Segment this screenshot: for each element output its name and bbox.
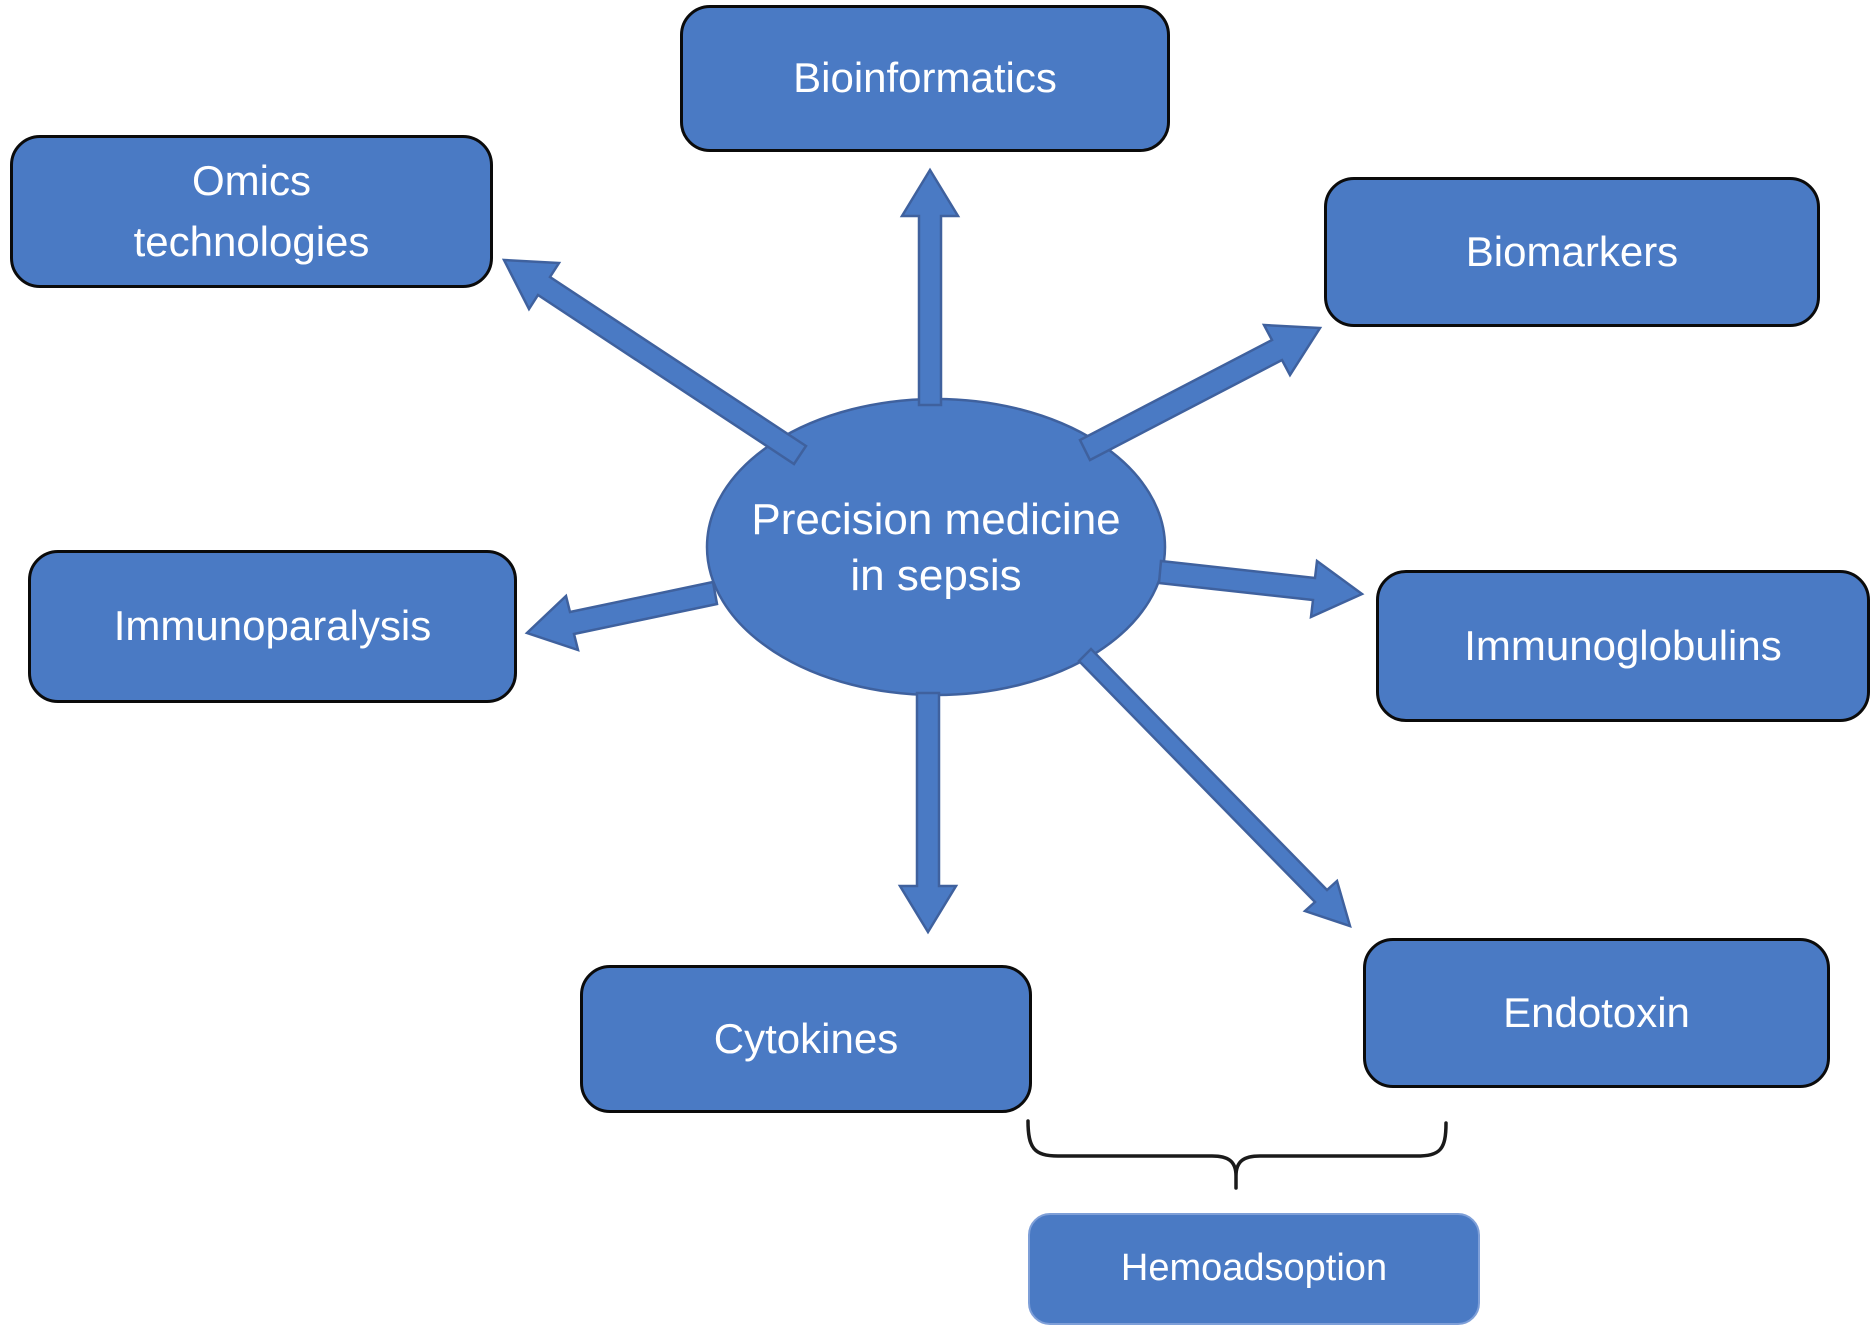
node-omics-technologies-label-line2: technologies	[133, 217, 370, 265]
node-bioinformatics-label: Bioinformatics	[793, 54, 1057, 102]
arrow-to-bioinformatics	[899, 167, 961, 407]
node-immunoglobulins-label: Immunoglobulins	[1464, 621, 1782, 669]
arrow-to-omics-technologies	[501, 258, 808, 466]
arrow-to-immunoglobulins	[1157, 558, 1365, 620]
arrow-to-biomarkers	[1078, 323, 1323, 462]
node-immunoglobulins: Immunoglobulins	[1376, 570, 1870, 722]
node-immunoparalysis: Immunoparalysis	[28, 550, 517, 703]
node-omics-technologies-label-line1: Omics	[192, 156, 311, 204]
node-endotoxin-label: Endotoxin	[1503, 988, 1690, 1036]
node-cytokines: Cytokines	[580, 965, 1032, 1113]
grouping-brace	[1026, 1119, 1448, 1190]
node-omics-technologies: Omics technologies	[10, 135, 493, 288]
arrow-to-cytokines	[897, 691, 959, 935]
node-hemoadsorption-label: Hemoadsoption	[1120, 1247, 1388, 1290]
node-biomarkers-label: Biomarkers	[1465, 227, 1679, 275]
center-label-line2: in sepsis	[850, 551, 1022, 600]
node-cytokines-label: Cytokines	[713, 1014, 899, 1062]
node-immunoparalysis-label: Immunoparalysis	[113, 602, 432, 650]
center-label-line1: Precision medicine	[751, 494, 1121, 544]
node-endotoxin: Endotoxin	[1363, 938, 1830, 1088]
node-bioinformatics: Bioinformatics	[680, 5, 1170, 152]
node-biomarkers: Biomarkers	[1324, 177, 1820, 327]
arrow-to-endotoxin	[1077, 647, 1352, 928]
center-label: Precision medicine in sepsis	[708, 400, 1164, 696]
node-hemoadsorption: Hemoadsoption	[1028, 1213, 1480, 1325]
arrow-to-immunoparalysis	[524, 580, 719, 652]
